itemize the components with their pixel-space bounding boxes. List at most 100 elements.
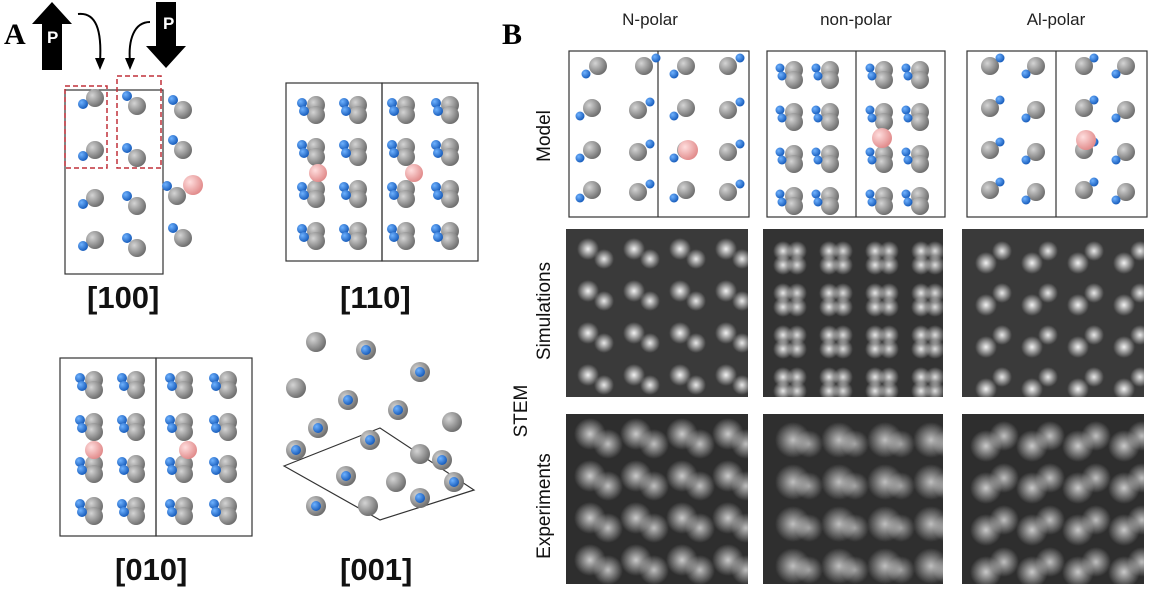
al-atom <box>1117 183 1135 201</box>
n-atom <box>777 197 787 207</box>
n-atom <box>433 148 443 158</box>
al-atom <box>175 423 193 441</box>
n-atom <box>211 507 221 517</box>
n-atom <box>1089 53 1099 63</box>
simulation-image-non-polar <box>763 229 943 397</box>
n-atom <box>311 501 321 511</box>
al-atom <box>677 57 695 75</box>
al-atom <box>719 57 737 75</box>
n-atom <box>291 445 301 455</box>
n-atom <box>903 197 913 207</box>
n-atom <box>389 106 399 116</box>
dopant-atom <box>309 164 327 182</box>
al-atom <box>175 381 193 399</box>
n-atom <box>211 423 221 433</box>
unit-cell <box>381 82 479 262</box>
direction-label-100: [100] <box>87 280 160 315</box>
dopant-atom <box>872 128 892 148</box>
n-atom <box>119 465 129 475</box>
n-atom <box>811 105 821 115</box>
al-atom <box>1075 181 1093 199</box>
n-atom <box>117 499 127 509</box>
n-atom <box>575 193 585 203</box>
al-atom <box>785 71 803 89</box>
n-atom <box>343 395 353 405</box>
n-atom <box>299 190 309 200</box>
al-atom <box>1075 57 1093 75</box>
n-atom <box>341 232 351 242</box>
al-atom <box>629 101 647 119</box>
n-atom <box>431 224 441 234</box>
n-atom <box>297 182 307 192</box>
arrow-down-icon <box>146 2 186 68</box>
model-non-polar <box>766 50 946 218</box>
n-atom <box>77 423 87 433</box>
n-atom <box>119 423 129 433</box>
n-atom <box>167 423 177 433</box>
n-atom <box>1111 155 1121 165</box>
n-atom <box>433 190 443 200</box>
al-atom <box>219 465 237 483</box>
al-atom <box>1117 101 1135 119</box>
al-atom <box>349 106 367 124</box>
n-atom <box>339 224 349 234</box>
simulation-image-al-polar <box>962 229 1144 397</box>
n-atom <box>575 153 585 163</box>
n-atom <box>645 97 655 107</box>
n-atom <box>735 53 745 63</box>
n-atom <box>339 182 349 192</box>
al-atom <box>397 106 415 124</box>
al-atom <box>85 465 103 483</box>
n-atom <box>437 455 447 465</box>
n-atom <box>389 232 399 242</box>
al-atom <box>821 113 839 131</box>
n-atom <box>209 499 219 509</box>
n-atom <box>433 106 443 116</box>
n-atom <box>167 465 177 475</box>
al-atom <box>175 465 193 483</box>
n-atom <box>777 71 787 81</box>
n-atom <box>165 499 175 509</box>
n-atom <box>341 190 351 200</box>
n-atom <box>209 457 219 467</box>
al-atom <box>875 71 893 89</box>
structure-110 <box>285 82 479 262</box>
n-atom <box>119 507 129 517</box>
n-atom <box>122 191 132 201</box>
n-atom <box>645 179 655 189</box>
n-atom <box>122 143 132 153</box>
panel-label-a: A <box>4 18 26 51</box>
dopant-atom <box>183 175 203 195</box>
n-atom <box>575 111 585 121</box>
n-atom <box>297 224 307 234</box>
n-atom <box>775 63 785 73</box>
n-atom <box>389 190 399 200</box>
al-atom <box>307 148 325 166</box>
al-atom <box>442 412 462 432</box>
row-label-experiments: Experiments <box>534 453 555 559</box>
n-atom <box>361 345 371 355</box>
n-atom <box>168 223 178 233</box>
n-atom <box>165 457 175 467</box>
n-atom <box>811 63 821 73</box>
al-atom <box>635 57 653 75</box>
n-atom <box>162 181 172 191</box>
n-atom <box>393 405 403 415</box>
n-atom <box>903 113 913 123</box>
al-atom <box>174 229 192 247</box>
al-atom <box>629 183 647 201</box>
n-atom <box>77 507 87 517</box>
n-atom <box>995 95 1005 105</box>
al-atom <box>286 378 306 398</box>
column-label-al-polar: Al-polar <box>1026 10 1086 29</box>
unit-cell <box>155 357 253 537</box>
al-atom <box>127 507 145 525</box>
dopant-atom <box>179 441 197 459</box>
al-atom <box>719 183 737 201</box>
panel-label-b: B <box>502 18 523 51</box>
al-atom <box>821 197 839 215</box>
n-atom <box>122 233 132 243</box>
n-atom <box>581 69 591 79</box>
al-atom <box>86 89 104 107</box>
n-atom <box>415 493 425 503</box>
